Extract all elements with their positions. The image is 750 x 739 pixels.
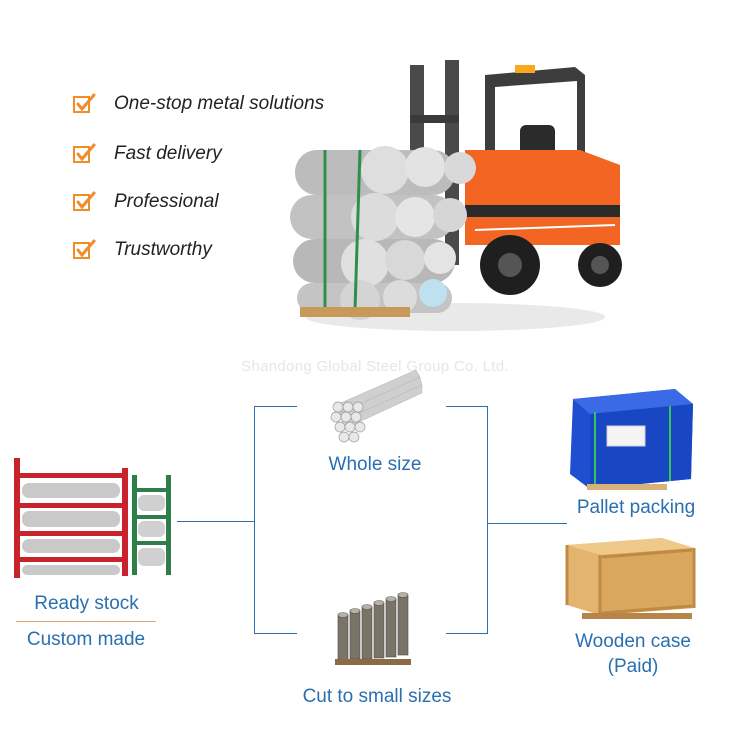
cut-pieces-image [335,592,411,665]
feature-label: Fast delivery [114,143,222,164]
forklift-image [290,60,622,331]
checkbox-icon [73,191,96,211]
feature-item: Trustworthy [72,235,212,265]
pallet-packing-image [570,389,693,490]
feature-item: One-stop metal solutions [72,89,324,119]
feature-item: Professional [72,187,219,217]
custom-made-label: Custom made [26,629,146,650]
connector-line [177,521,255,522]
whole-size-bars-image [330,369,423,443]
feature-label: Professional [114,191,219,212]
ready-stock-label: Ready stock [34,593,139,614]
feature-label: Trustworthy [114,239,212,260]
wooden-case-note: (Paid) [607,656,659,677]
connector-line [446,406,488,407]
connector-line [254,633,297,634]
feature-label: One-stop metal solutions [114,93,325,114]
connector-line [254,406,297,407]
ready-stock-rack-image [14,458,171,578]
connector-line [446,633,488,634]
checkbox-icon [73,239,96,259]
wooden-case-image [565,538,696,619]
connector-line [487,406,488,634]
checkbox-icon [73,143,96,163]
connector-line [254,406,255,634]
divider [16,621,156,622]
cut-small-label: Cut to small sizes [302,686,452,707]
watermark-text: Shandong Global Steel Group Co. Ltd. [241,358,509,375]
feature-item: Fast delivery [72,139,222,169]
whole-size-label: Whole size [328,454,422,475]
connector-line [487,523,567,524]
wooden-case-label: Wooden case [575,631,691,652]
pallet-packing-label: Pallet packing [576,497,696,518]
checkbox-icon [73,93,96,113]
